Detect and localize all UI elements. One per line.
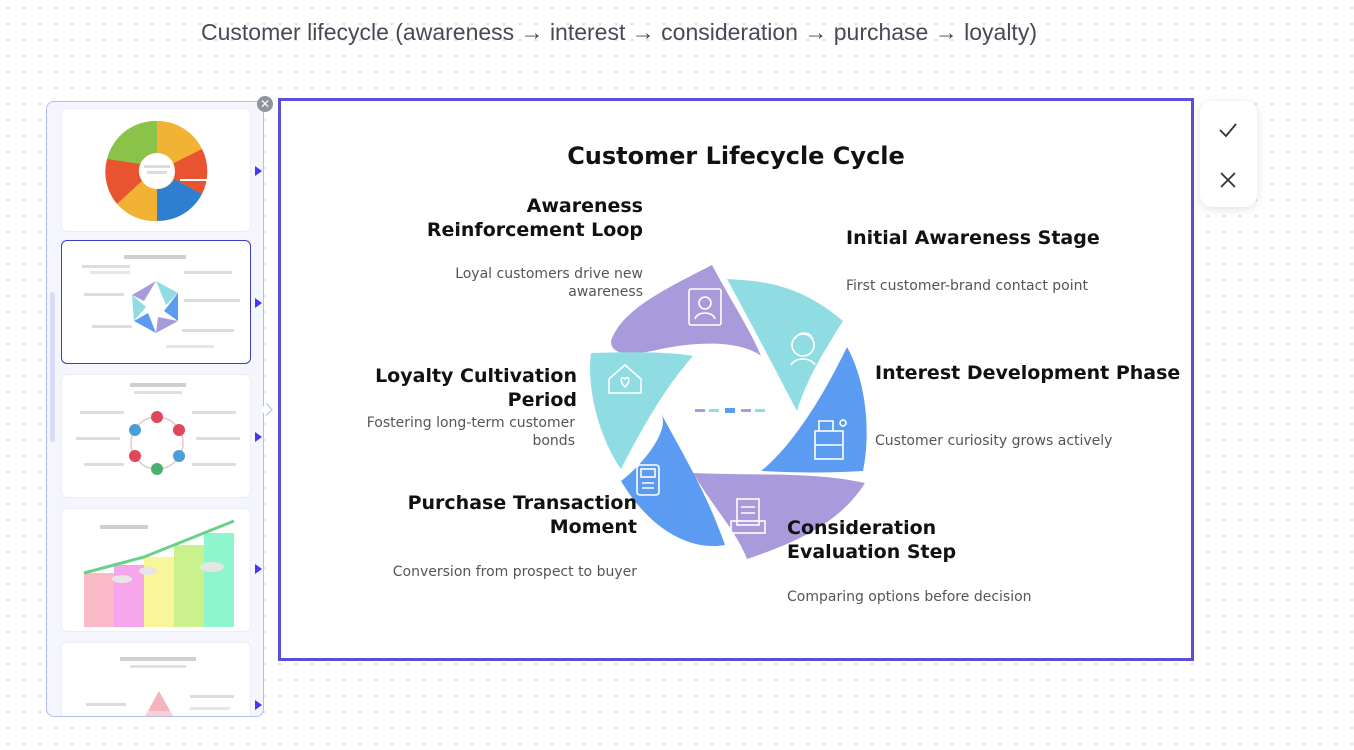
stage-2-title: Interest Development Phase [875,362,1181,384]
home-heart-icon [608,363,642,394]
action-card [1200,101,1257,207]
stage-1-title: Initial Awareness Stage [846,227,1100,249]
stage-5-title: Loyalty Cultivation Period [375,365,577,411]
thumbnail-1-preview [105,120,208,222]
stage-5-description: Fostering long-term customer bonds [366,415,575,449]
thumbnail-5-preview [86,657,234,716]
stage-4-title: Purchase Transaction Moment [407,492,637,538]
thumbnail-5[interactable] [61,642,251,716]
segment-consideration [693,473,865,559]
thumbnail-panel [46,101,264,717]
cancel-button[interactable] [1214,166,1242,194]
thumbnail-3-arrow [255,432,262,442]
stage-1-description: First customer-brand contact point [846,278,1088,294]
thumbnail-5-arrow [255,700,262,710]
thumbnail-4[interactable] [61,508,251,632]
stage-6-title: Awareness Reinforcement Loop [426,195,643,241]
stage-2-description: Customer curiosity grows actively [875,433,1113,449]
thumbnail-1-arrow [255,166,262,176]
stage-3-description: Comparing options before decision [787,589,1032,605]
close-icon [1220,172,1236,188]
panel-close-button[interactable]: ✕ [257,96,273,112]
prompt-title: Customer lifecycle (awareness → interest… [201,19,1037,45]
center-dash-1 [695,409,705,412]
stage-4-description: Conversion from prospect to buyer [392,564,637,580]
clipboard-cart-icon [730,498,766,534]
center-dash-2 [709,409,719,412]
segment-loyalty [590,352,693,469]
thumbnail-3[interactable] [61,374,251,498]
lab-flask-icon [814,419,847,460]
pos-terminal-icon [636,464,660,496]
diagram-canvas[interactable]: Customer Lifecycle Cycle [278,98,1194,661]
person-face-icon [790,332,816,366]
diagram-title: Customer Lifecycle Cycle [567,142,905,170]
segment-interest-development [761,347,867,473]
center-dash-5 [755,409,765,412]
thumbnail-2-arrow [255,298,262,308]
thumbnail-1[interactable] [61,108,251,232]
center-dash-4 [741,409,751,412]
segment-initial-awareness [727,279,843,411]
segment-purchase [621,413,725,547]
thumbnail-4-preview [83,519,235,627]
segment-awareness-reinforcement [611,265,761,356]
thumbnail-3-preview [76,383,240,475]
stage-6-description: Loyal customers drive new awareness [455,266,643,300]
check-icon [1219,123,1237,138]
thumbnail-2-preview [82,255,240,348]
id-card-icon [688,288,722,326]
thumbnail-2[interactable] [61,240,251,364]
panel-scrollbar[interactable] [50,292,55,442]
lifecycle-cycle-graphic [590,265,867,559]
center-dash-3 [725,408,735,413]
confirm-button[interactable] [1214,116,1242,144]
thumbnail-4-arrow [255,564,262,574]
stage-3-title: Consideration Evaluation Step [787,517,957,563]
